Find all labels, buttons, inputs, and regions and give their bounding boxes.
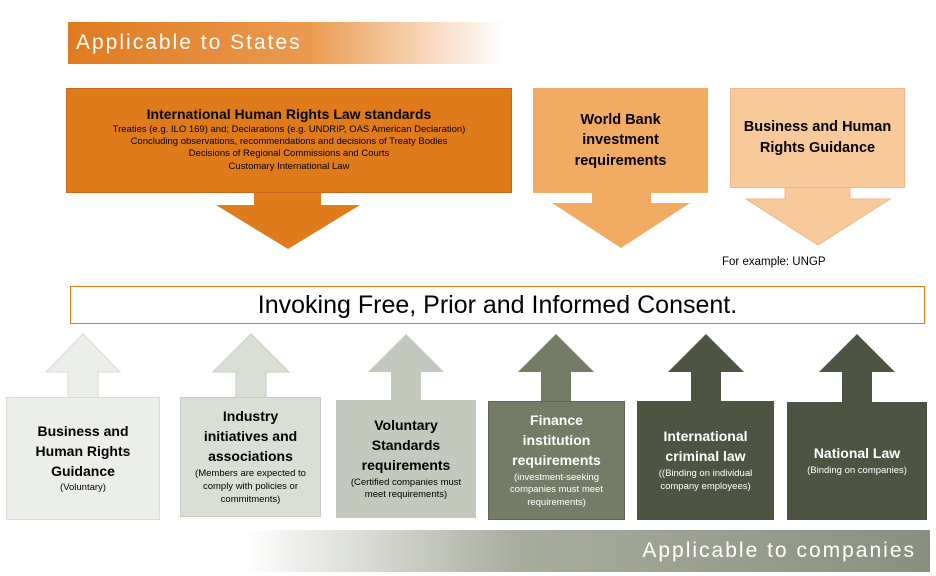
bottom-box-3-sub-line-2: meet requirements) (364, 489, 448, 501)
bottom-box-1-title-line-3: Guidance (51, 462, 115, 479)
bottom-box-2-title-line-1: Industry (222, 408, 279, 425)
bottom-box-2-title-line-3: associations (208, 448, 293, 465)
bhr-guidance-box: Business and Human Rights Guidance (730, 88, 905, 188)
banner-top-label: Applicable to States (76, 31, 302, 54)
world-bank-box: World Bank investment requirements (533, 88, 708, 193)
bottom-box-5-title-line-2: criminal law (665, 448, 746, 465)
bottom-box-1-sub: (Voluntary) (60, 482, 106, 495)
bottom-box-1-title-line-2: Human Rights (35, 442, 131, 459)
down-arrow-bhr-guidance (744, 186, 892, 246)
bottom-box-4-sub-line-2: companies must meet (510, 484, 603, 496)
ihrl-title: International Human Rights Law standards (146, 106, 432, 122)
bottom-box-industry-initiatives: Industry initiatives and associations (M… (180, 397, 321, 517)
bottom-box-6-title-line-1: National Law (813, 445, 901, 462)
bottom-box-international-criminal-law: International criminal law ((Binding on … (637, 401, 774, 520)
world-bank-line-1: World Bank (580, 111, 661, 128)
bottom-box-3-sub: (Certified companies must meet requireme… (351, 477, 461, 503)
bottom-box-4-title-line-1: Finance (530, 411, 583, 428)
bottom-box-5-title-line-1: International (663, 428, 748, 445)
bottom-box-6-title: National Law (814, 444, 900, 464)
banner-applicable-to-states: Applicable to States (68, 22, 504, 64)
bottom-box-5-sub-line-1: ((Binding on individual (658, 468, 753, 480)
fpic-center-bar: Invoking Free, Prior and Informed Consen… (70, 286, 925, 324)
bottom-box-3-sub-line-1: (Certified companies must (350, 476, 462, 488)
bottom-box-2-sub-line-2: comply with policies or (202, 480, 299, 492)
bottom-box-4-title-line-2: institution (522, 431, 591, 448)
fpic-text: Invoking Free, Prior and Informed Consen… (257, 290, 738, 319)
bottom-box-2-title-line-2: initiatives and (203, 428, 298, 445)
bottom-box-4-sub-line-3: requirements) (527, 497, 586, 509)
bottom-box-1-title-line-1: Business and (37, 422, 129, 439)
world-bank-line-3: requirements (574, 152, 667, 169)
bottom-box-2-sub: (Members are expected to comply with pol… (195, 468, 306, 506)
bottom-box-1-sub-line-1: (Voluntary) (60, 482, 106, 494)
ihrl-standards-box: International Human Rights Law standards… (66, 88, 512, 193)
world-bank-line-2: investment (582, 132, 659, 149)
bottom-box-3-title-line-2: Standards (371, 436, 441, 453)
ihrl-line-treaties: Treaties (e.g. ILO 169) and; Declaration… (112, 123, 466, 135)
bottom-box-3-title: Voluntary Standards requirements (362, 416, 451, 476)
up-arrow-4 (518, 334, 594, 402)
ihrl-line-concluding: Concluding observations, recommendations… (130, 135, 448, 147)
bottom-box-4-title-line-3: requirements (512, 451, 601, 468)
ihrl-line-customary: Customary International Law (228, 160, 350, 172)
bhr-guidance-line-1: Business and Human (743, 119, 892, 136)
bottom-box-2-title: Industry initiatives and associations (204, 407, 297, 467)
up-arrow-5 (668, 334, 744, 402)
up-arrow-3 (368, 334, 444, 401)
up-arrow-6 (819, 334, 895, 403)
bottom-box-1-title: Business and Human Rights Guidance (36, 422, 131, 482)
down-arrow-ihrl (216, 192, 360, 249)
down-arrow-world-bank (552, 192, 690, 248)
up-arrow-2 (211, 333, 291, 399)
up-arrow-1 (44, 333, 122, 399)
bottom-box-voluntary-standards: Voluntary Standards requirements (Certif… (336, 400, 476, 518)
banner-applicable-to-companies: Applicable to companies (244, 530, 930, 572)
ihrl-line-regional: Decisions of Regional Commissions and Co… (188, 148, 390, 160)
bottom-box-5-sub-line-2: company employees) (660, 480, 751, 492)
bottom-box-finance-institution: Finance institution requirements (invest… (488, 401, 625, 520)
bottom-box-5-title: International criminal law (663, 427, 747, 467)
bhr-guidance-line-2: Rights Guidance (759, 140, 876, 156)
bottom-box-6-sub-line-1: (Binding on companies) (807, 465, 907, 477)
bottom-box-5-sub: ((Binding on individual company employee… (659, 468, 752, 494)
bottom-box-4-sub: (investment-seeking companies must meet … (510, 472, 603, 510)
bhr-guidance-example-note: For example: UNGP (722, 256, 826, 268)
bottom-box-2-sub-line-3: commitments) (220, 493, 281, 505)
bottom-box-6-sub: (Binding on companies) (807, 465, 907, 478)
bottom-box-4-title: Finance institution requirements (512, 411, 601, 471)
bottom-box-3-title-line-1: Voluntary (374, 416, 438, 433)
bottom-box-national-law: National Law (Binding on companies) (787, 402, 927, 520)
bottom-box-4-sub-line-1: (investment-seeking (513, 471, 599, 483)
bottom-box-3-title-line-3: requirements (361, 456, 451, 473)
banner-bottom-label: Applicable to companies (642, 539, 916, 562)
bottom-box-bhr-guidance: Business and Human Rights Guidance (Volu… (6, 397, 160, 520)
bottom-box-2-sub-line-1: (Members are expected to (195, 468, 306, 480)
